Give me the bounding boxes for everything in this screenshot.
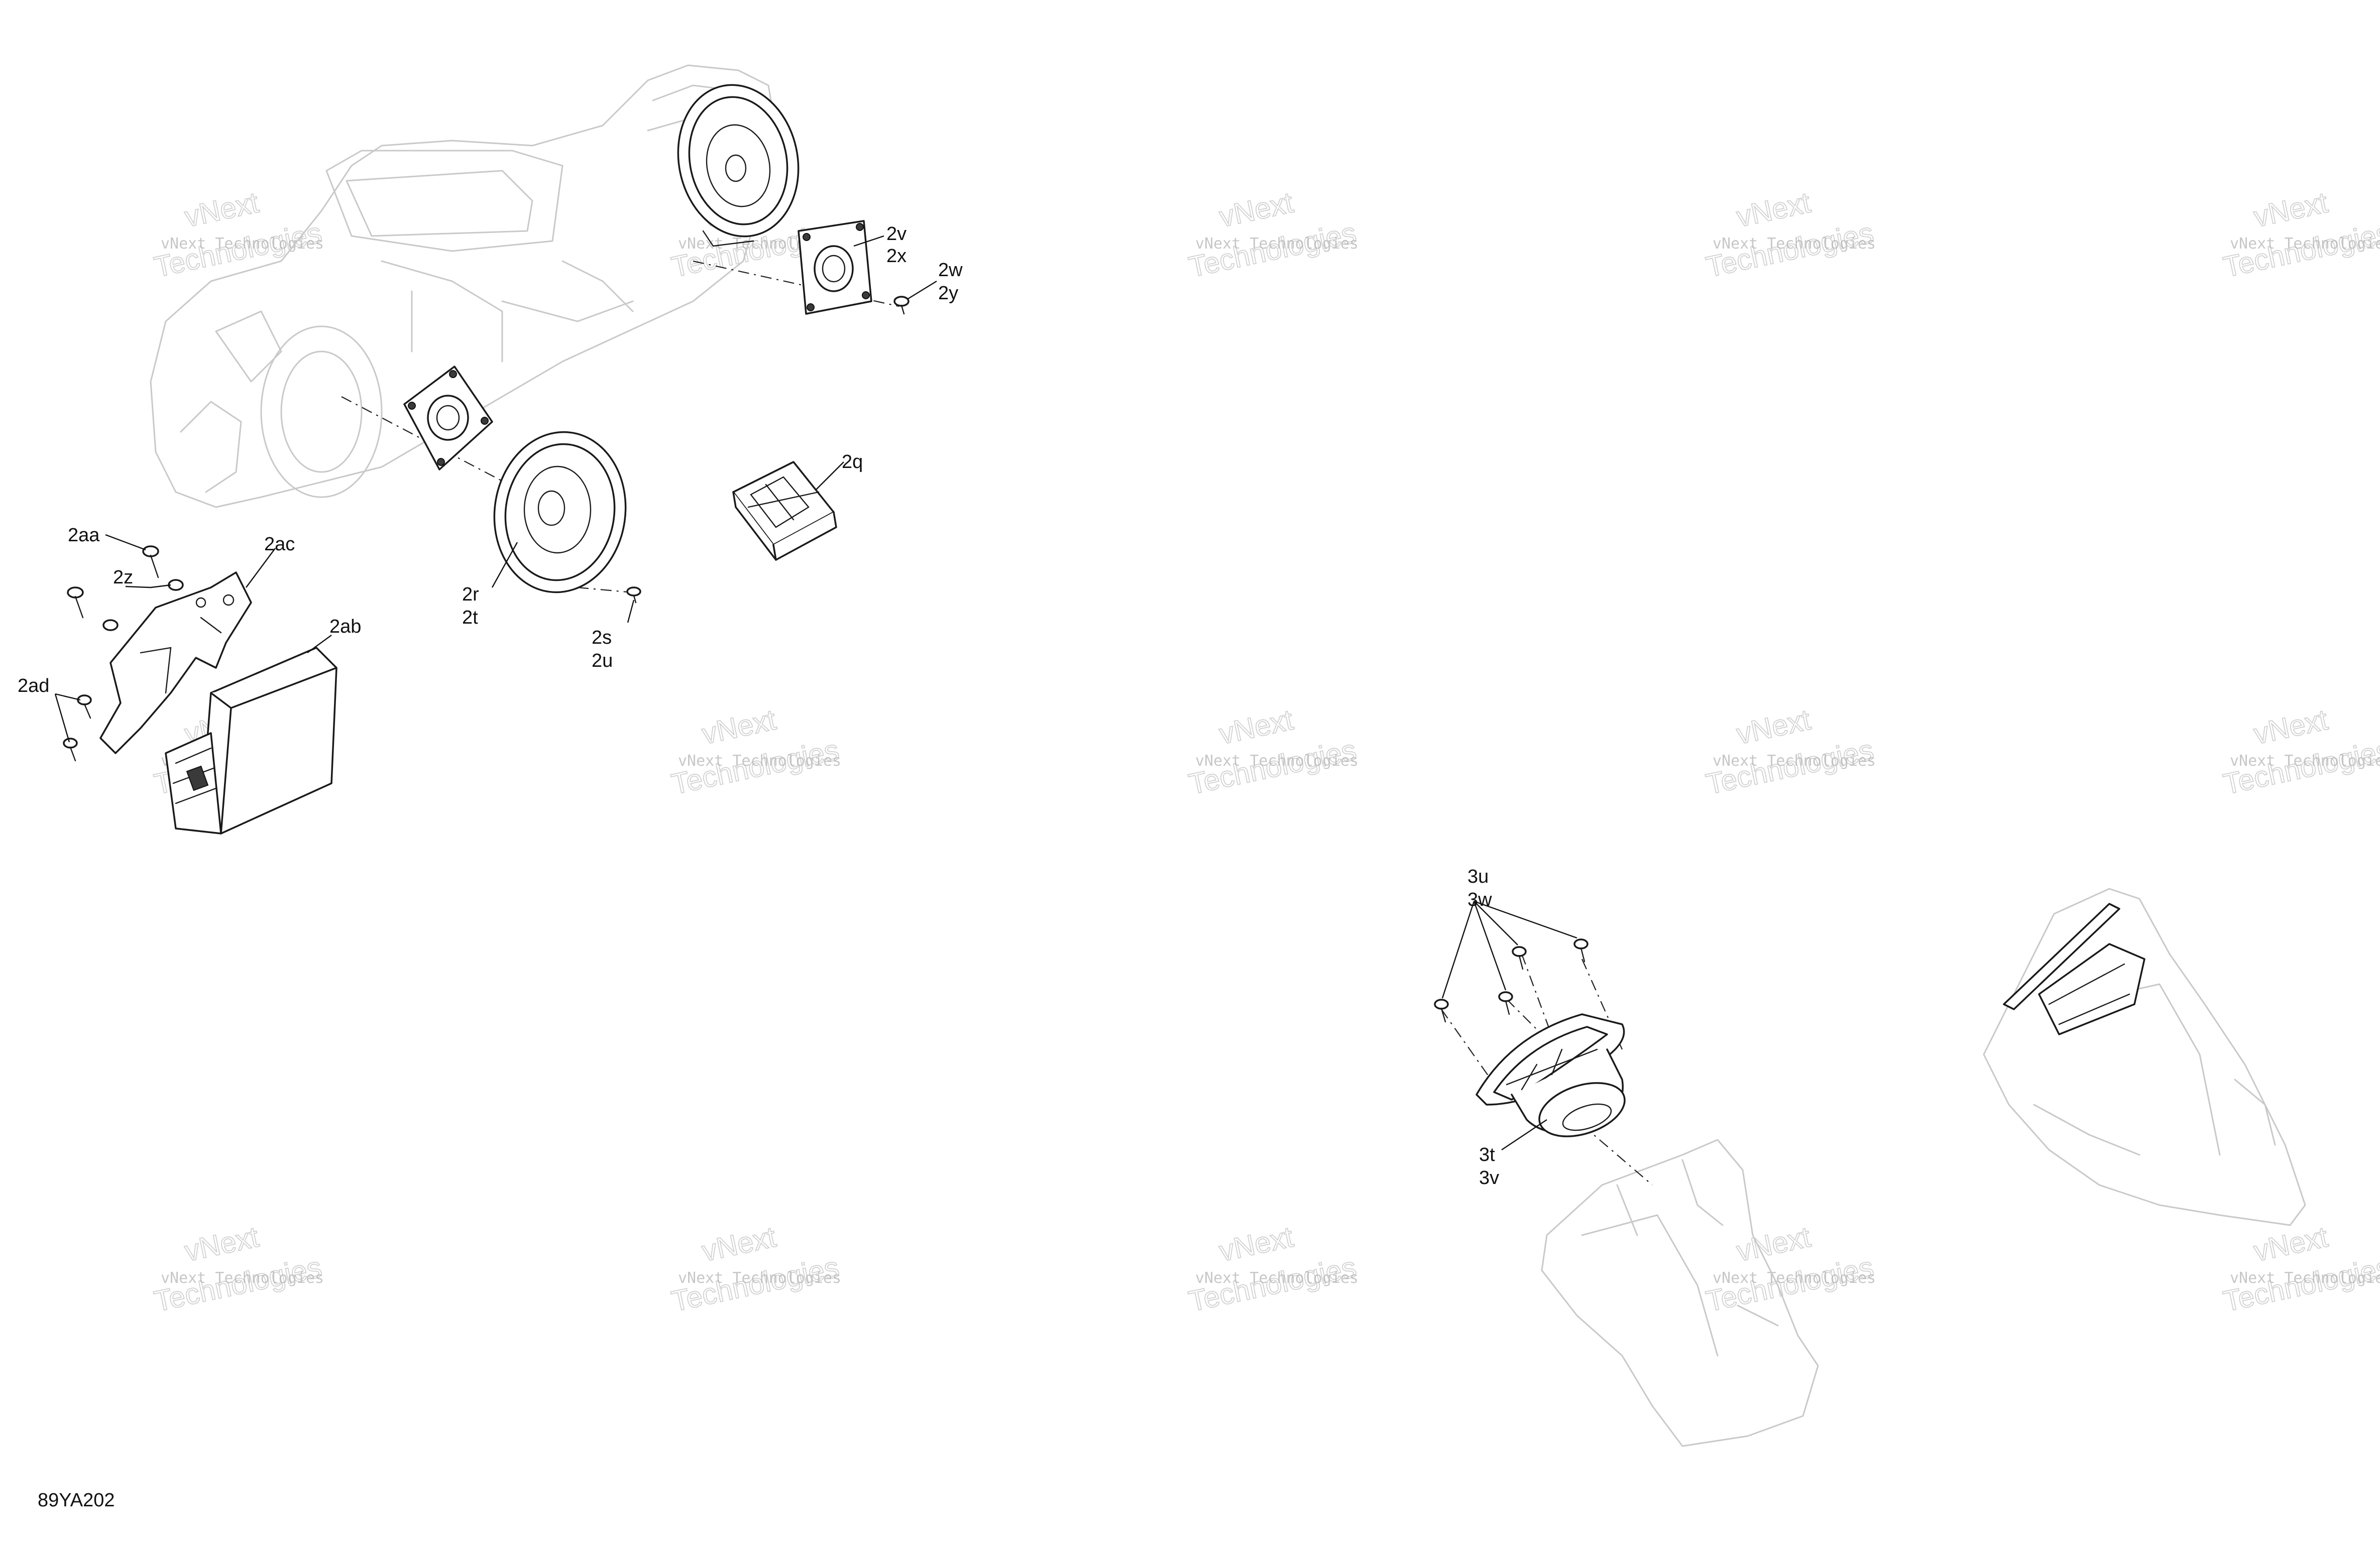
watermark-big-2: Technologies (668, 1251, 842, 1318)
bracket-2ac (99, 571, 252, 754)
callout-2y: 2y (938, 283, 958, 304)
watermark-small: vNext Technologies (161, 235, 324, 253)
callout-3w: 3w (1467, 889, 1492, 910)
screw-2aa-b (67, 586, 84, 619)
callout-3v: 3v (1479, 1167, 1499, 1189)
callout-2z: 2z (113, 567, 133, 588)
watermark-big-1: vNext (699, 1221, 779, 1268)
callout-2t: 2t (462, 607, 478, 628)
watermark-big-1: vNext (2251, 703, 2331, 751)
watermark-big-2: Technologies (151, 1251, 324, 1318)
callout-labels: 2v 2x 2w 2y 2q 2r 2t 2s 2u 2aa 2ac 2z 2a… (18, 223, 1499, 1189)
switch-module-2q (732, 461, 837, 561)
watermark-big-2: Technologies (1186, 216, 1359, 284)
watermark-small: vNext Technologies (1195, 752, 1358, 770)
callout-2ab: 2ab (329, 616, 361, 637)
lower-fairing-ghost (1541, 1139, 1819, 1447)
watermark-big-2: Technologies (1186, 734, 1359, 801)
figure-code: 89YA202 (38, 1490, 115, 1511)
amplifier-2ab (165, 647, 337, 835)
main-speaker-2r (493, 431, 627, 594)
watermark-big-1: vNext (1734, 1221, 1814, 1268)
watermark-big-1: vNext (182, 186, 262, 233)
tweeter-plate-2r (403, 366, 493, 470)
callout-2ac: 2ac (264, 534, 295, 555)
tweeter-plate-2v (798, 220, 872, 315)
watermark-big-1: vNext (1216, 703, 1296, 751)
watermark-small: vNext Technologies (1713, 752, 1876, 770)
watermark-small: vNext Technologies (2230, 1269, 2380, 1287)
watermark-big-1: vNext (1216, 1221, 1296, 1268)
upper-speaker-2v (677, 84, 800, 247)
watermark-big-2: Technologies (668, 734, 842, 801)
watermark-big-1: vNext (182, 1221, 262, 1268)
watermark-small: vNext Technologies (678, 752, 841, 770)
assembly-line-3u-b (1506, 999, 1542, 1035)
callout-2u: 2u (592, 650, 613, 671)
callout-2v: 2v (886, 223, 906, 245)
callout-2aa: 2aa (68, 525, 100, 546)
watermark-big-2: Technologies (1703, 1251, 1876, 1318)
screw-2ad (63, 694, 92, 762)
callout-2s: 2s (592, 627, 612, 648)
screw-2s (626, 586, 641, 604)
watermark-big-2: Technologies (1703, 216, 1876, 284)
watermark-big-2: Technologies (1186, 1251, 1359, 1318)
assembly-line-3u-d (1581, 959, 1623, 1050)
assembly-line-2s (577, 586, 633, 594)
assembly-line-3u-c (1521, 954, 1558, 1050)
watermark-small: vNext Technologies (161, 1269, 324, 1287)
right-fairing-ghost (1983, 888, 2306, 1226)
callout-3u: 3u (1467, 866, 1489, 887)
watermark-small: vNext Technologies (1713, 1269, 1876, 1287)
watermark-small: vNext Technologies (1713, 235, 1876, 253)
watermark-big-1: vNext (2251, 186, 2331, 233)
watermark-big-1: vNext (699, 703, 779, 751)
watermark-big-2: Technologies (2220, 216, 2380, 284)
callout-2q: 2q (842, 451, 863, 472)
watermark-small: vNext Technologies (2230, 752, 2380, 770)
watermark-big-2: Technologies (1703, 734, 1876, 801)
callout-2r: 2r (462, 584, 479, 605)
screw-2w (893, 296, 910, 315)
watermark-small: vNext Technologies (678, 1269, 841, 1287)
screws-3u (1434, 938, 1589, 1023)
right-speaker-installed (2003, 903, 2145, 1035)
callout-2x: 2x (886, 246, 906, 267)
speaker-3t (1476, 1013, 1626, 1137)
watermark-big-1: vNext (1734, 703, 1814, 751)
watermark-big-2: Technologies (2220, 1251, 2380, 1318)
callout-3t: 3t (1479, 1144, 1495, 1165)
assembly-line-3t (1581, 1124, 1653, 1185)
callout-2ad: 2ad (18, 675, 49, 696)
watermark-big-1: vNext (1216, 186, 1296, 233)
leader-lines (54, 235, 1577, 1150)
callout-2w: 2w (938, 260, 963, 281)
watermark-big-2: Technologies (2220, 734, 2380, 801)
watermark-small: vNext Technologies (1195, 1269, 1358, 1287)
watermark-big-1: vNext (1734, 186, 1814, 233)
screw-2aa (142, 545, 159, 578)
watermark-small: vNext Technologies (2230, 235, 2380, 253)
watermark-small: vNext Technologies (1195, 235, 1358, 253)
watermark-big-1: vNext (2251, 1221, 2331, 1268)
